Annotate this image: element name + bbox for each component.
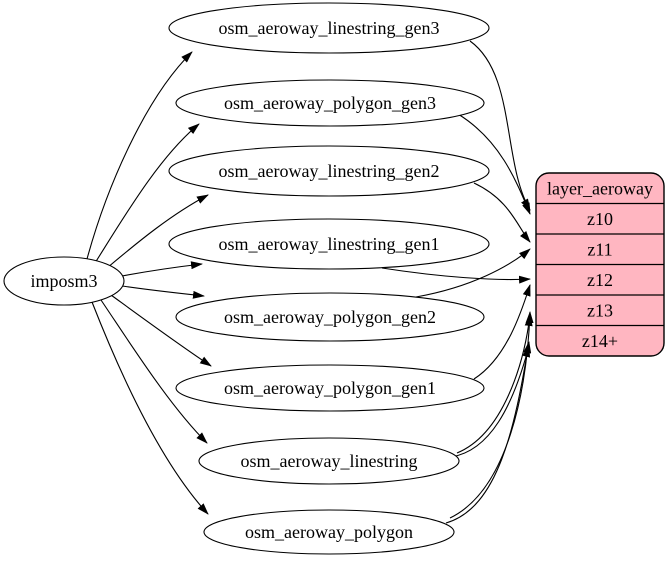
node-ellipse xyxy=(168,218,490,270)
edge-imposm3-to-osm_aeroway_polygon xyxy=(91,301,209,515)
node-ellipse xyxy=(168,145,490,197)
node-label: osm_aeroway_linestring_gen2 xyxy=(219,161,440,181)
edge-imposm3-to-osm_aeroway_linestring xyxy=(100,299,208,444)
node-ellipse xyxy=(175,364,485,412)
node-label: osm_aeroway_polygon xyxy=(245,522,413,542)
node-osm_aeroway_polygon_gen3: osm_aeroway_polygon_gen3 xyxy=(175,79,485,127)
node-label: osm_aeroway_linestring_gen3 xyxy=(219,18,440,38)
node-osm_aeroway_linestring_gen3: osm_aeroway_linestring_gen3 xyxy=(168,2,490,54)
edge-osm_aeroway_linestring-to-z14+ xyxy=(450,345,531,458)
node-ellipse xyxy=(175,79,485,127)
record-node-layer_aeroway: layer_aeroway z10 z11 z12 z13 z14+ xyxy=(535,172,665,357)
node-ellipse xyxy=(203,509,455,555)
edge-osm_aeroway_polygon_gen2-to-z11 xyxy=(415,248,531,298)
node-ellipse xyxy=(198,437,460,485)
node-osm_aeroway_polygon: osm_aeroway_polygon xyxy=(203,509,455,555)
edge-imposm3-to-osm_aeroway_linestring_gen2 xyxy=(106,194,209,269)
edge-imposm3-to-osm_aeroway_polygon_gen3 xyxy=(94,123,200,264)
edge-osm_aeroway_linestring-to-z13 xyxy=(456,314,533,454)
node-ellipse xyxy=(168,2,490,54)
node-osm_aeroway_polygon_gen2: osm_aeroway_polygon_gen2 xyxy=(175,292,485,342)
node-osm_aeroway_linestring_gen2: osm_aeroway_linestring_gen2 xyxy=(168,145,490,197)
node-label: osm_aeroway_polygon_gen3 xyxy=(224,93,436,113)
node-osm_aeroway_linestring: osm_aeroway_linestring xyxy=(198,437,460,485)
node-label: osm_aeroway_polygon_gen2 xyxy=(224,307,436,327)
node-ellipse xyxy=(175,292,485,342)
node-label: imposm3 xyxy=(30,271,97,291)
edge-imposm3-to-osm_aeroway_linestring_gen1 xyxy=(121,261,203,277)
node-label: osm_aeroway_linestring_gen1 xyxy=(219,234,440,254)
edge-osm_aeroway_polygon-to-z14+ xyxy=(445,341,532,524)
node-label: osm_aeroway_linestring xyxy=(241,451,418,471)
node-ellipse xyxy=(3,256,125,306)
record-row-label-z11: z11 xyxy=(587,239,612,259)
node-osm_aeroway_polygon_gen1: osm_aeroway_polygon_gen1 xyxy=(175,364,485,412)
edge-osm_aeroway_polygon-to-z13 xyxy=(449,311,534,519)
edge-osm_aeroway_linestring_gen3-to-z10 xyxy=(469,40,531,211)
record-row-label-z14+: z14+ xyxy=(582,331,618,351)
record-row-label-z13: z13 xyxy=(587,300,613,320)
edge-imposm3-to-osm_aeroway_polygon_gen1 xyxy=(110,294,212,367)
edge-imposm3-to-osm_aeroway_polygon_gen2 xyxy=(121,285,205,299)
node-label: osm_aeroway_polygon_gen1 xyxy=(224,378,436,398)
edge-osm_aeroway_polygon_gen3-to-z10 xyxy=(457,113,531,215)
edge-osm_aeroway_linestring_gen1-to-z12 xyxy=(381,267,531,284)
edge-osm_aeroway_polygon_gen1-to-z12 xyxy=(473,284,531,380)
node-osm_aeroway_linestring_gen1: osm_aeroway_linestring_gen1 xyxy=(168,218,490,270)
record-header: layer_aeroway xyxy=(547,178,653,198)
edge-imposm3-to-osm_aeroway_linestring_gen3 xyxy=(86,51,193,260)
record-row-label-z12: z12 xyxy=(587,270,613,290)
edge-osm_aeroway_linestring_gen2-to-z11 xyxy=(473,182,531,243)
node-imposm3: imposm3 xyxy=(3,256,125,306)
record-row-label-z10: z10 xyxy=(587,209,613,229)
